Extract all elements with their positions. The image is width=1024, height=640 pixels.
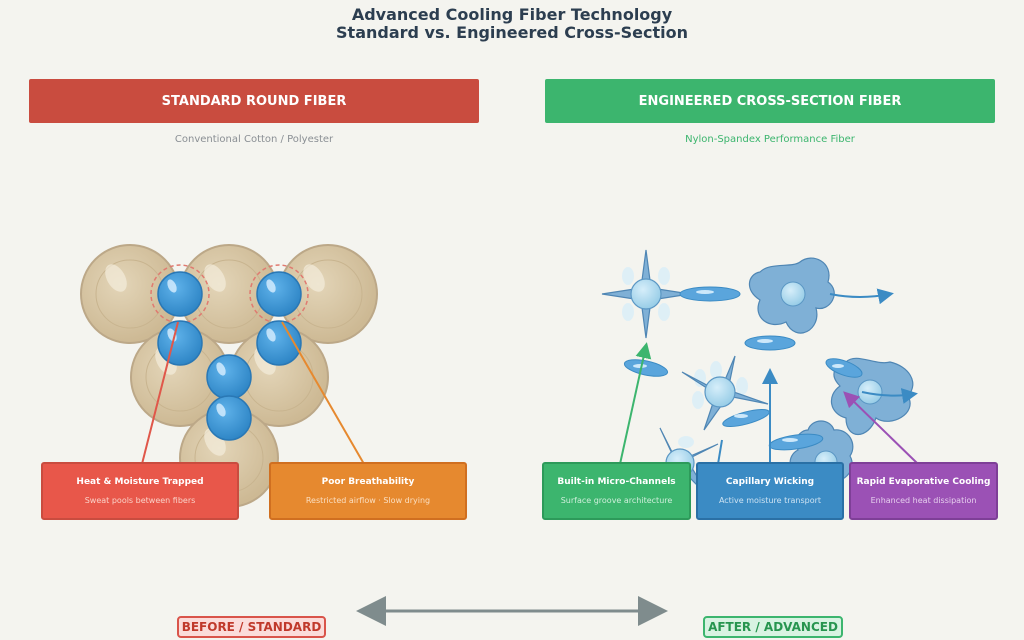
engineered-fiber-banner: ENGINEERED CROSS-SECTION FIBER: [545, 79, 995, 123]
box-title: Heat & Moisture Trapped: [76, 477, 204, 487]
moisture-channel: [722, 409, 770, 427]
star-fiber: [601, 249, 691, 339]
sweat-droplet: [256, 271, 302, 317]
box-title: Capillary Wicking: [725, 477, 815, 487]
after-advanced-tag: AFTER / ADVANCED: [703, 616, 843, 638]
poor-breathability-box: Poor Breathability Restricted airflow · …: [269, 462, 467, 520]
page-subtitle: Standard vs. Engineered Cross-Section: [336, 23, 688, 42]
sweat-droplet: [157, 271, 203, 317]
trapped-sweat-droplets: [150, 264, 309, 441]
moisture-channel: [623, 359, 669, 377]
micro-channels-box: Built-in Micro-Channels Surface groove a…: [542, 462, 691, 520]
star-fiber: [681, 355, 769, 431]
capillary-wicking-box: Capillary Wicking Active moisture transp…: [696, 462, 844, 520]
box-title: Poor Breathability: [321, 477, 415, 487]
moisture-channel: [768, 433, 824, 451]
standard-fiber-banner: STANDARD ROUND FIBER: [29, 79, 479, 123]
moisture-channel: [825, 358, 863, 378]
round-fiber: [80, 244, 180, 344]
micro-channels-pointer-line: [619, 342, 652, 465]
sweat-droplet: [157, 320, 203, 366]
page-title: Advanced Cooling Fiber Technology: [351, 5, 673, 24]
evaporative-cooling-box: Rapid Evaporative Cooling Enhanced heat …: [849, 462, 998, 520]
box-subtitle: Active moisture transport: [718, 496, 822, 505]
evaporative-pointer-line: [843, 391, 919, 465]
box-subtitle: Sweat pools between fibers: [84, 496, 196, 505]
lobed-fiber: [748, 257, 835, 334]
trapped-pointer-line: [141, 321, 179, 465]
box-subtitle: Surface groove architecture: [560, 496, 673, 505]
box-title: Built-in Micro-Channels: [557, 477, 676, 487]
sweat-droplet: [206, 354, 252, 400]
box-title: Rapid Evaporative Cooling: [856, 477, 991, 487]
moisture-channels: [623, 286, 863, 451]
before-standard-tag: BEFORE / STANDARD: [177, 616, 326, 638]
box-subtitle: Restricted airflow · Slow drying: [305, 496, 431, 505]
moisture-channel: [744, 335, 796, 351]
engineered-fiber-subtitle: Nylon-Spandex Performance Fiber: [685, 134, 855, 145]
moisture-channel: [679, 286, 741, 302]
heat-moisture-trapped-box: Heat & Moisture Trapped Sweat pools betw…: [41, 462, 239, 520]
sweat-droplet: [206, 395, 252, 441]
sweat-droplet: [256, 320, 302, 366]
standard-fiber-subtitle: Conventional Cotton / Polyester: [174, 134, 334, 145]
breathability-pointer-line: [281, 321, 365, 465]
airflow-arrows: [717, 288, 918, 465]
box-subtitle: Enhanced heat dissipation: [870, 496, 977, 505]
